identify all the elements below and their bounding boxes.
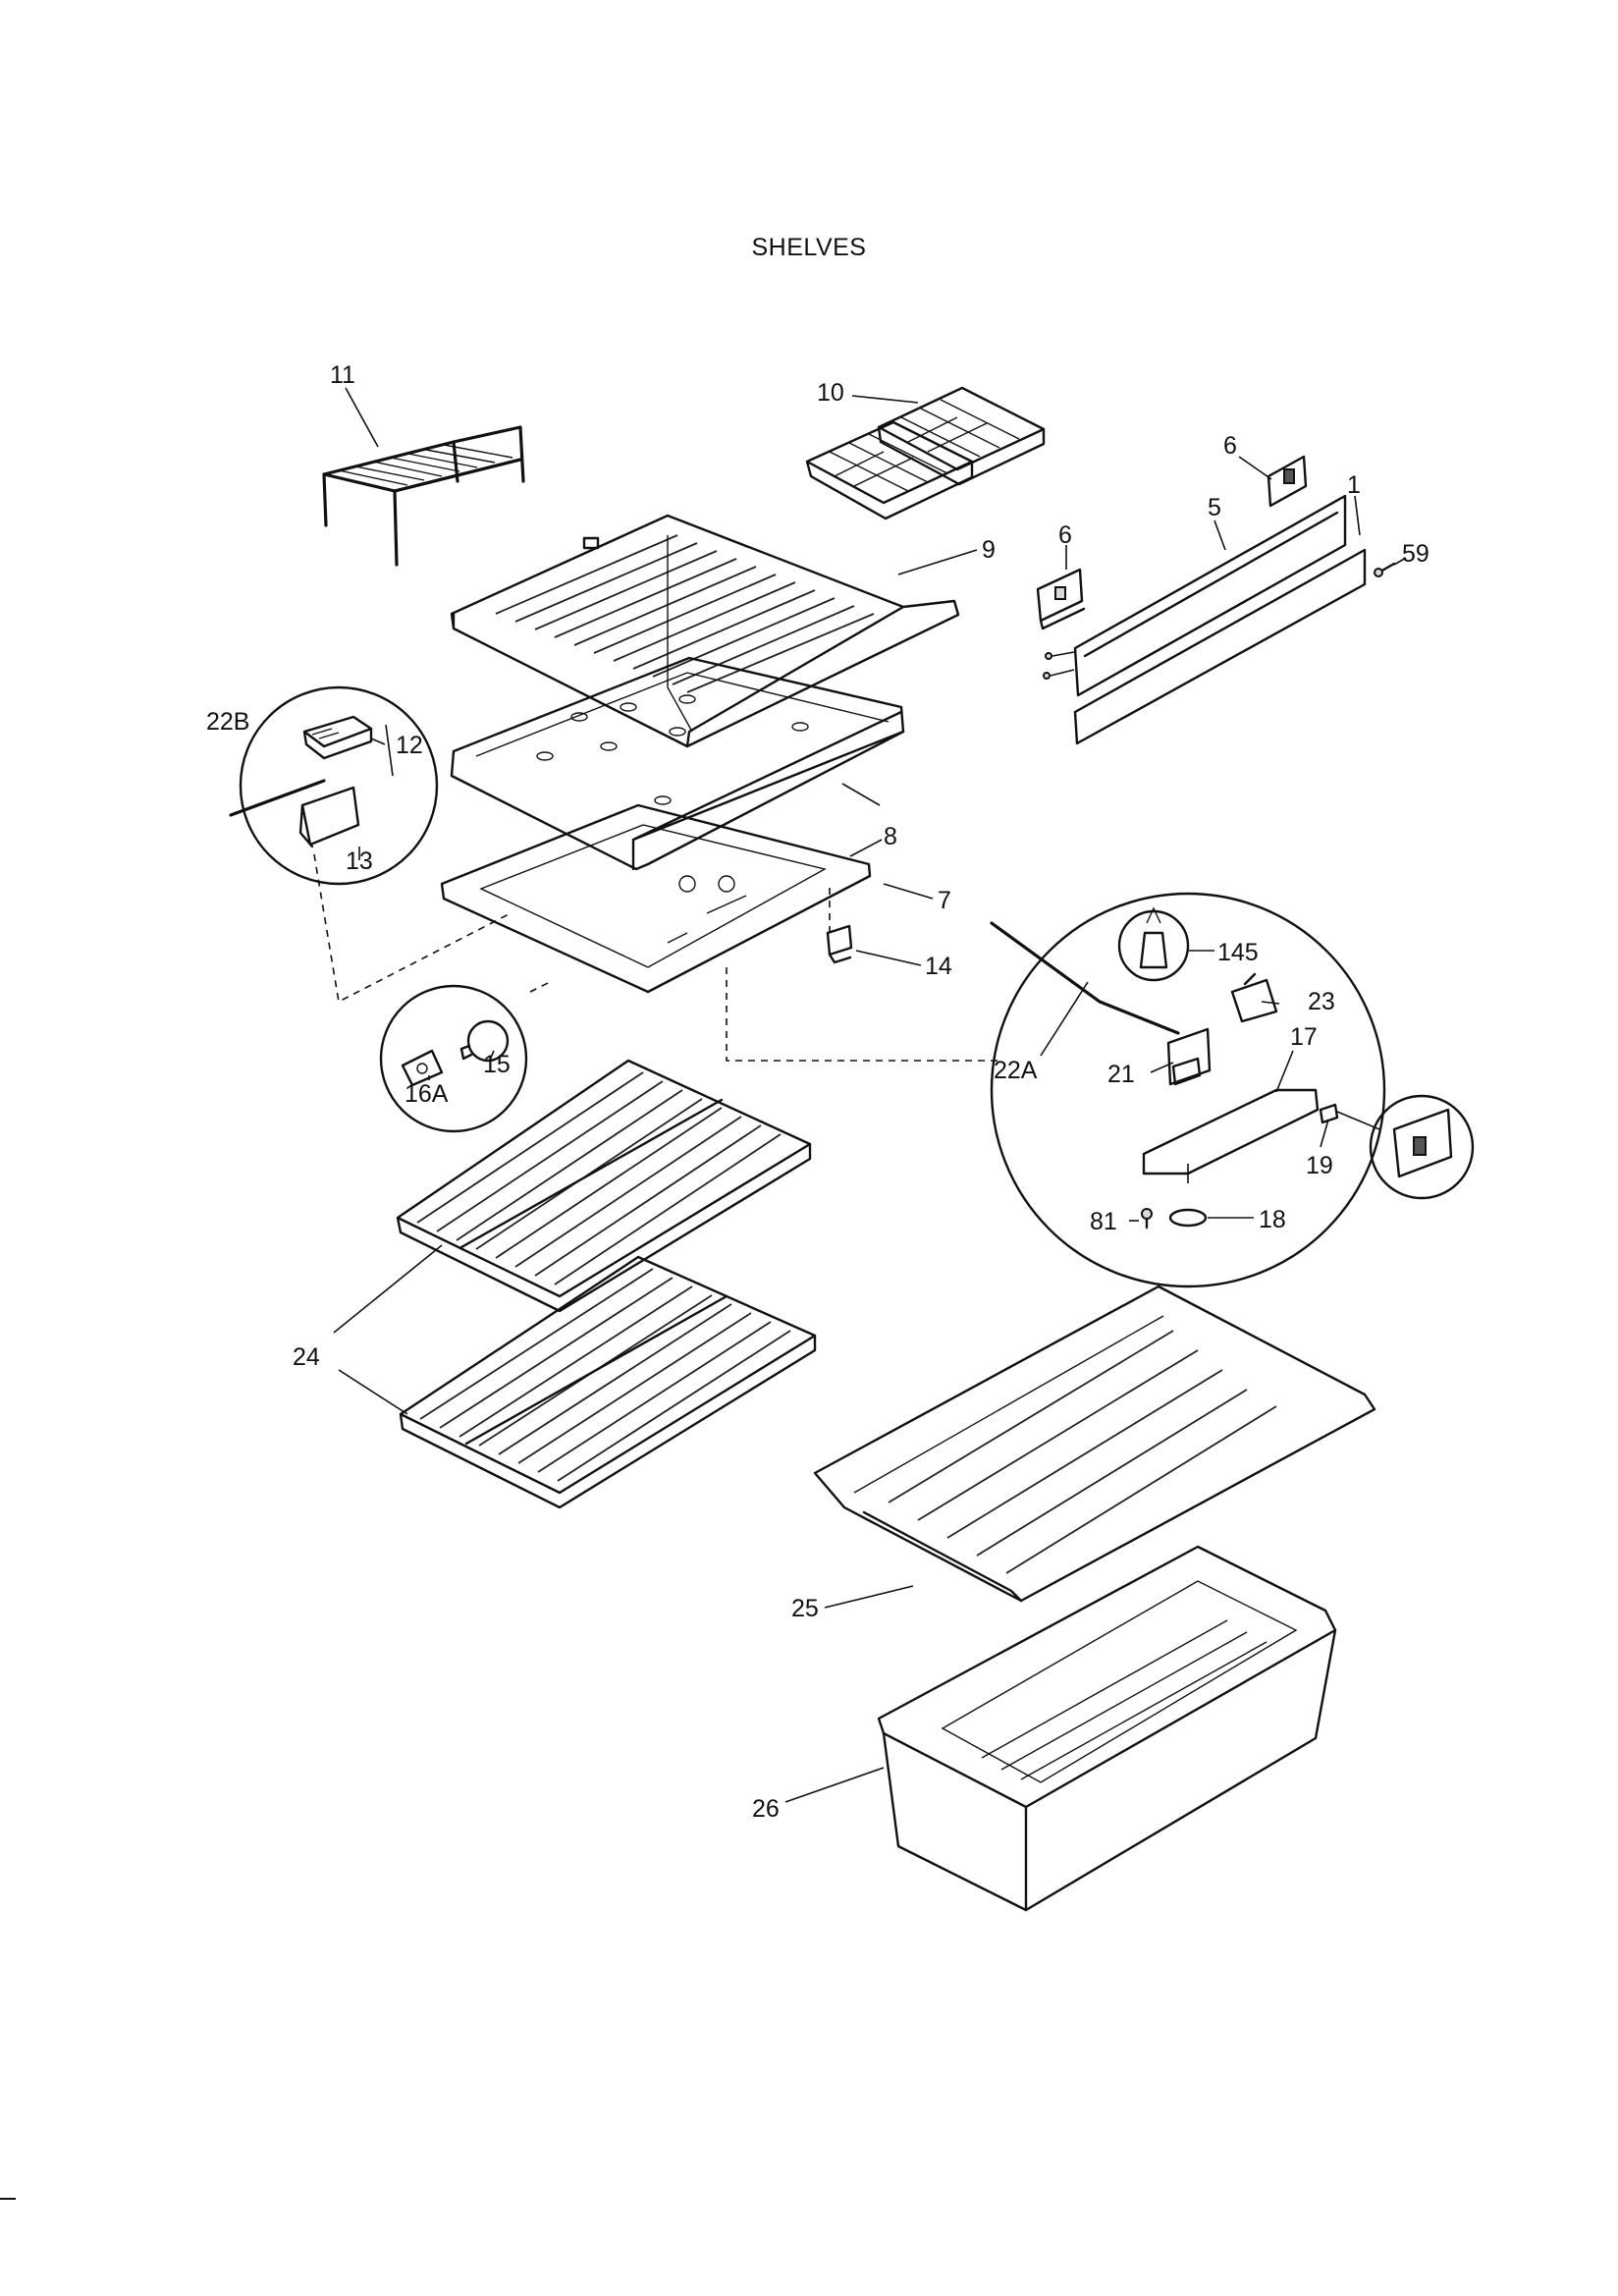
callout-16A: 16A xyxy=(404,1080,449,1108)
callout-18: 18 xyxy=(1259,1206,1286,1233)
part-11-wire-rack xyxy=(322,425,525,567)
callout-19: 19 xyxy=(1306,1152,1333,1179)
detail-15-16A-lamp xyxy=(379,984,528,1133)
part-6-bracket-lower xyxy=(1036,568,1086,630)
callout-12: 12 xyxy=(396,732,423,759)
callout-11: 11 xyxy=(330,361,355,389)
callout-14: 14 xyxy=(925,953,952,980)
part-8-freezer-floor xyxy=(450,656,905,871)
callout-9: 9 xyxy=(982,536,996,564)
callout-5: 5 xyxy=(1208,494,1221,521)
connector-dashed-lines xyxy=(313,853,999,1062)
callout-6-lower: 6 xyxy=(1058,521,1072,549)
callout-8: 8 xyxy=(884,823,897,850)
callout-1: 1 xyxy=(1347,471,1361,499)
leader-lines xyxy=(333,387,1407,1803)
part-9-freezer-shelf xyxy=(450,514,960,748)
callout-24: 24 xyxy=(293,1343,320,1371)
callout-21: 21 xyxy=(1107,1061,1135,1088)
page-edge-mark xyxy=(0,2198,16,2200)
part-7-shelf-frame xyxy=(440,803,872,994)
part-6-bracket-upper xyxy=(1267,455,1308,508)
part-59-screw xyxy=(1374,562,1396,577)
callout-10: 10 xyxy=(817,379,844,407)
callout-6-upper: 6 xyxy=(1223,432,1237,460)
callout-23: 23 xyxy=(1308,988,1335,1015)
part-5-light-cover-strip xyxy=(1043,494,1367,745)
part-25-crisper-cover xyxy=(813,1285,1376,1603)
callout-13: 13 xyxy=(346,847,373,875)
callout-7: 7 xyxy=(938,887,951,914)
callout-22B: 22B xyxy=(206,708,249,736)
callout-15: 15 xyxy=(483,1051,511,1078)
callout-26: 26 xyxy=(752,1795,780,1823)
callout-17: 17 xyxy=(1290,1023,1318,1051)
part-10-ice-trays xyxy=(805,386,1046,520)
part-26-crisper-drawer xyxy=(877,1545,1337,1912)
detail-22B-12-13 xyxy=(229,685,439,886)
diagram-title: SHELVES xyxy=(751,234,867,261)
part-24-upper-wire-shelf xyxy=(396,1059,812,1313)
part-24-lower-wire-shelf xyxy=(399,1255,817,1509)
callout-22A: 22A xyxy=(994,1057,1038,1084)
callout-labels: 11 10 6 1 5 6 59 9 22B 12 13 8 7 14 15 1… xyxy=(206,361,1429,1823)
detail-control-assembly xyxy=(990,892,1475,1288)
callout-25: 25 xyxy=(791,1595,819,1622)
callout-59: 59 xyxy=(1402,540,1429,568)
part-14-switch xyxy=(826,924,853,964)
callout-81: 81 xyxy=(1090,1208,1117,1235)
callout-145: 145 xyxy=(1217,939,1259,966)
